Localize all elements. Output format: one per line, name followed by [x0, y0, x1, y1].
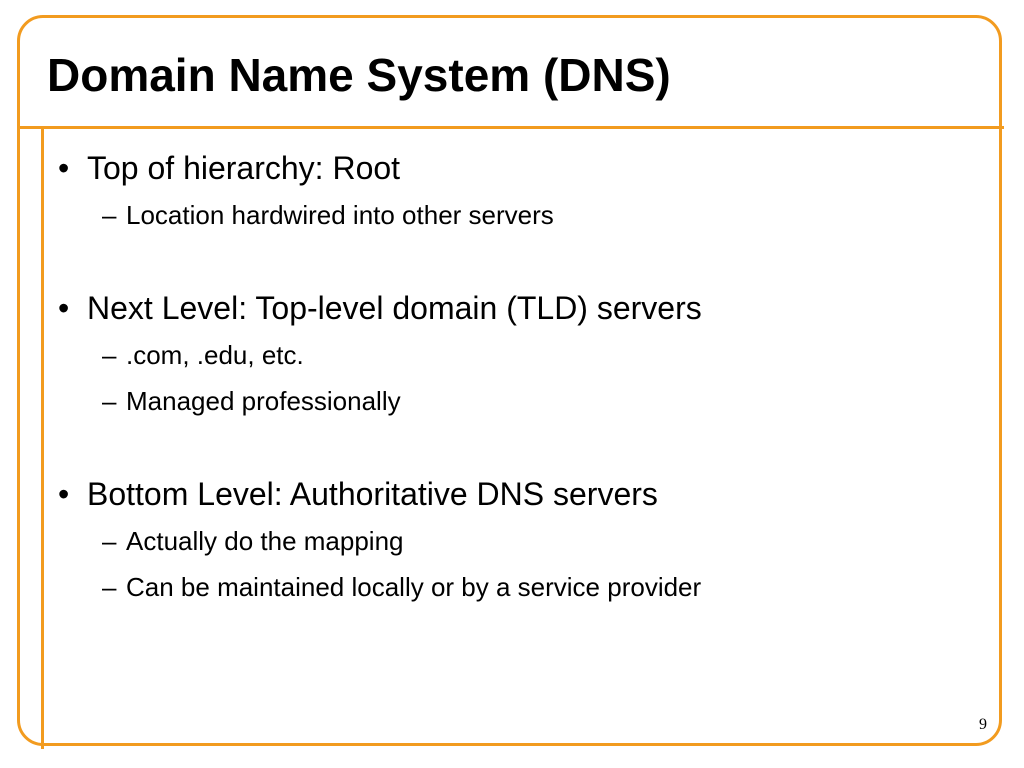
slide-frame [17, 15, 1002, 746]
bullet-text: Next Level: Top-level domain (TLD) serve… [58, 288, 988, 328]
bullet-text: Bottom Level: Authoritative DNS servers [58, 474, 988, 514]
bullet-list: Top of hierarchy: Root Location hardwire… [58, 148, 988, 610]
sub-bullet-list: Location hardwired into other servers [102, 192, 988, 238]
page-number: 9 [979, 716, 987, 733]
sub-bullet: Managed professionally [102, 378, 988, 424]
sub-bullet-list: .com, .edu, etc. Managed professionally [102, 332, 988, 424]
sub-bullet: Location hardwired into other servers [102, 192, 988, 238]
bullet-item: Top of hierarchy: Root Location hardwire… [58, 148, 988, 238]
title-divider [17, 126, 1004, 129]
left-accent-bar [41, 127, 44, 749]
sub-bullet: Actually do the mapping [102, 518, 988, 564]
bullet-text: Top of hierarchy: Root [58, 148, 988, 188]
sub-bullet: .com, .edu, etc. [102, 332, 988, 378]
bullet-item: Bottom Level: Authoritative DNS servers … [58, 474, 988, 610]
slide-title: Domain Name System (DNS) [47, 49, 671, 101]
sub-bullet: Can be maintained locally or by a servic… [102, 564, 988, 610]
sub-bullet-list: Actually do the mapping Can be maintaine… [102, 518, 988, 610]
bullet-item: Next Level: Top-level domain (TLD) serve… [58, 288, 988, 424]
